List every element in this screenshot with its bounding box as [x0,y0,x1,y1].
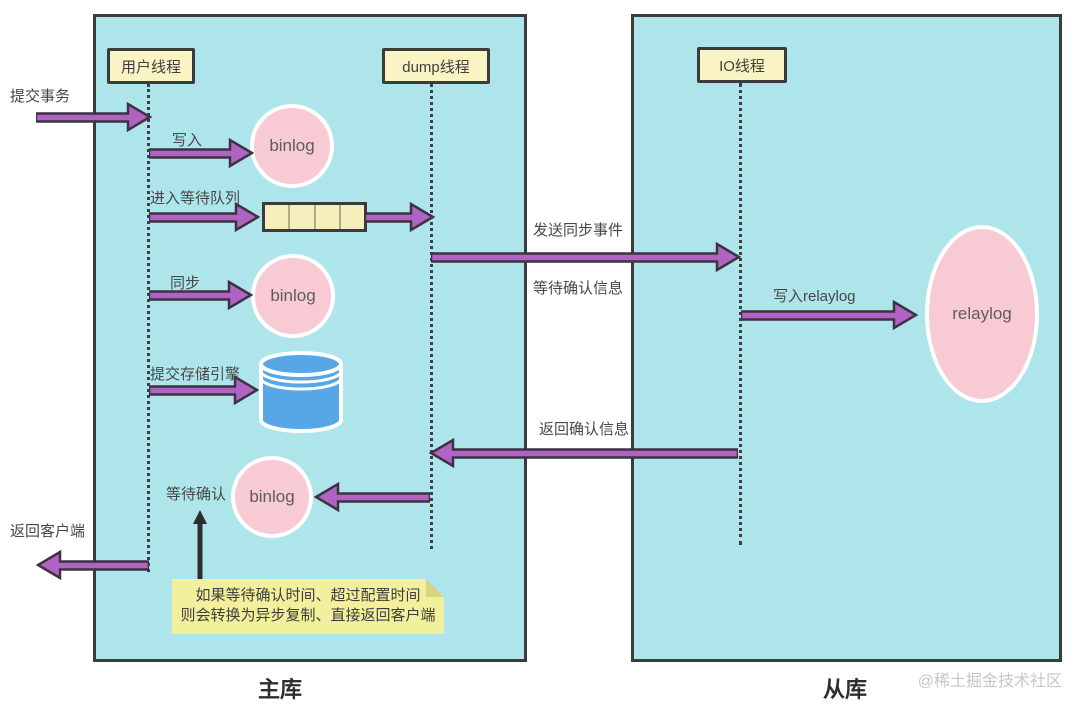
storage-engine-cylinder-icon [259,351,343,433]
io-thread-box: IO线程 [697,47,787,83]
binlog-node-sync: binlog [251,254,335,338]
dump-thread-box: dump线程 [382,48,490,84]
user-thread-lifeline [147,84,150,572]
user-thread-box: 用户线程 [107,48,195,84]
waiting-queue [262,202,367,232]
binlog-node-write: binlog [250,104,334,188]
watermark-text: @稀土掘金技术社区 [917,673,1062,690]
label-commit-storage-engine: 提交存储引擎 [150,366,241,383]
queue-cell [265,205,291,229]
dump-thread-lifeline [430,84,433,549]
timeout-note-line2: 则会转换为异步复制、直接返回客户端 [180,607,436,624]
label-enter-queue: 进入等待队列 [150,190,241,207]
label-sync: 同步 [170,275,201,292]
arrow-send-sync-event [431,242,741,272]
label-wait-ack-info: 等待确认信息 [533,280,624,297]
arrow-return-ack-info [429,438,738,468]
binlog-label: binlog [249,487,295,506]
arrow-note-pointer [193,510,207,580]
relaylog-node: relaylog [925,225,1039,403]
queue-cell [290,205,316,229]
arrow-queue-to-dump [365,202,435,232]
binlog-label: binlog [269,136,315,155]
arrow-commit-storage-engine [149,375,259,405]
queue-cell [316,205,341,229]
label-return-client: 返回客户端 [10,523,86,540]
user-thread-label: 用户线程 [120,58,181,76]
arrow-return-client [36,550,149,580]
label-write: 写入 [172,132,203,149]
arrow-sync-binlog [149,280,253,310]
timeout-note: 如果等待确认时间、超过配置时间 则会转换为异步复制、直接返回客户端 [172,579,444,634]
label-return-ack-info: 返回确认信息 [539,421,630,438]
label-send-sync-event: 发送同步事件 [533,222,624,239]
label-wait-ack: 等待确认 [166,486,227,503]
master-title: 主库 [257,677,302,702]
queue-cell [341,205,364,229]
label-write-relaylog: 写入relaylog [773,288,856,305]
io-thread-label: IO线程 [719,57,765,75]
timeout-note-line1: 如果等待确认时间、超过配置时间 [195,587,421,604]
binlog-label: binlog [270,286,316,305]
relaylog-label: relaylog [952,304,1012,323]
binlog-node-ack: binlog [231,456,313,538]
arrow-enter-queue [149,202,260,232]
arrow-ack-to-binlog [314,482,430,512]
dump-thread-label: dump线程 [402,58,470,76]
arrow-write-binlog [149,138,254,168]
arrow-commit-transaction [36,102,152,132]
label-commit-transaction: 提交事务 [10,88,71,105]
slave-title: 从库 [822,677,867,702]
arrow-write-relaylog [741,300,918,330]
